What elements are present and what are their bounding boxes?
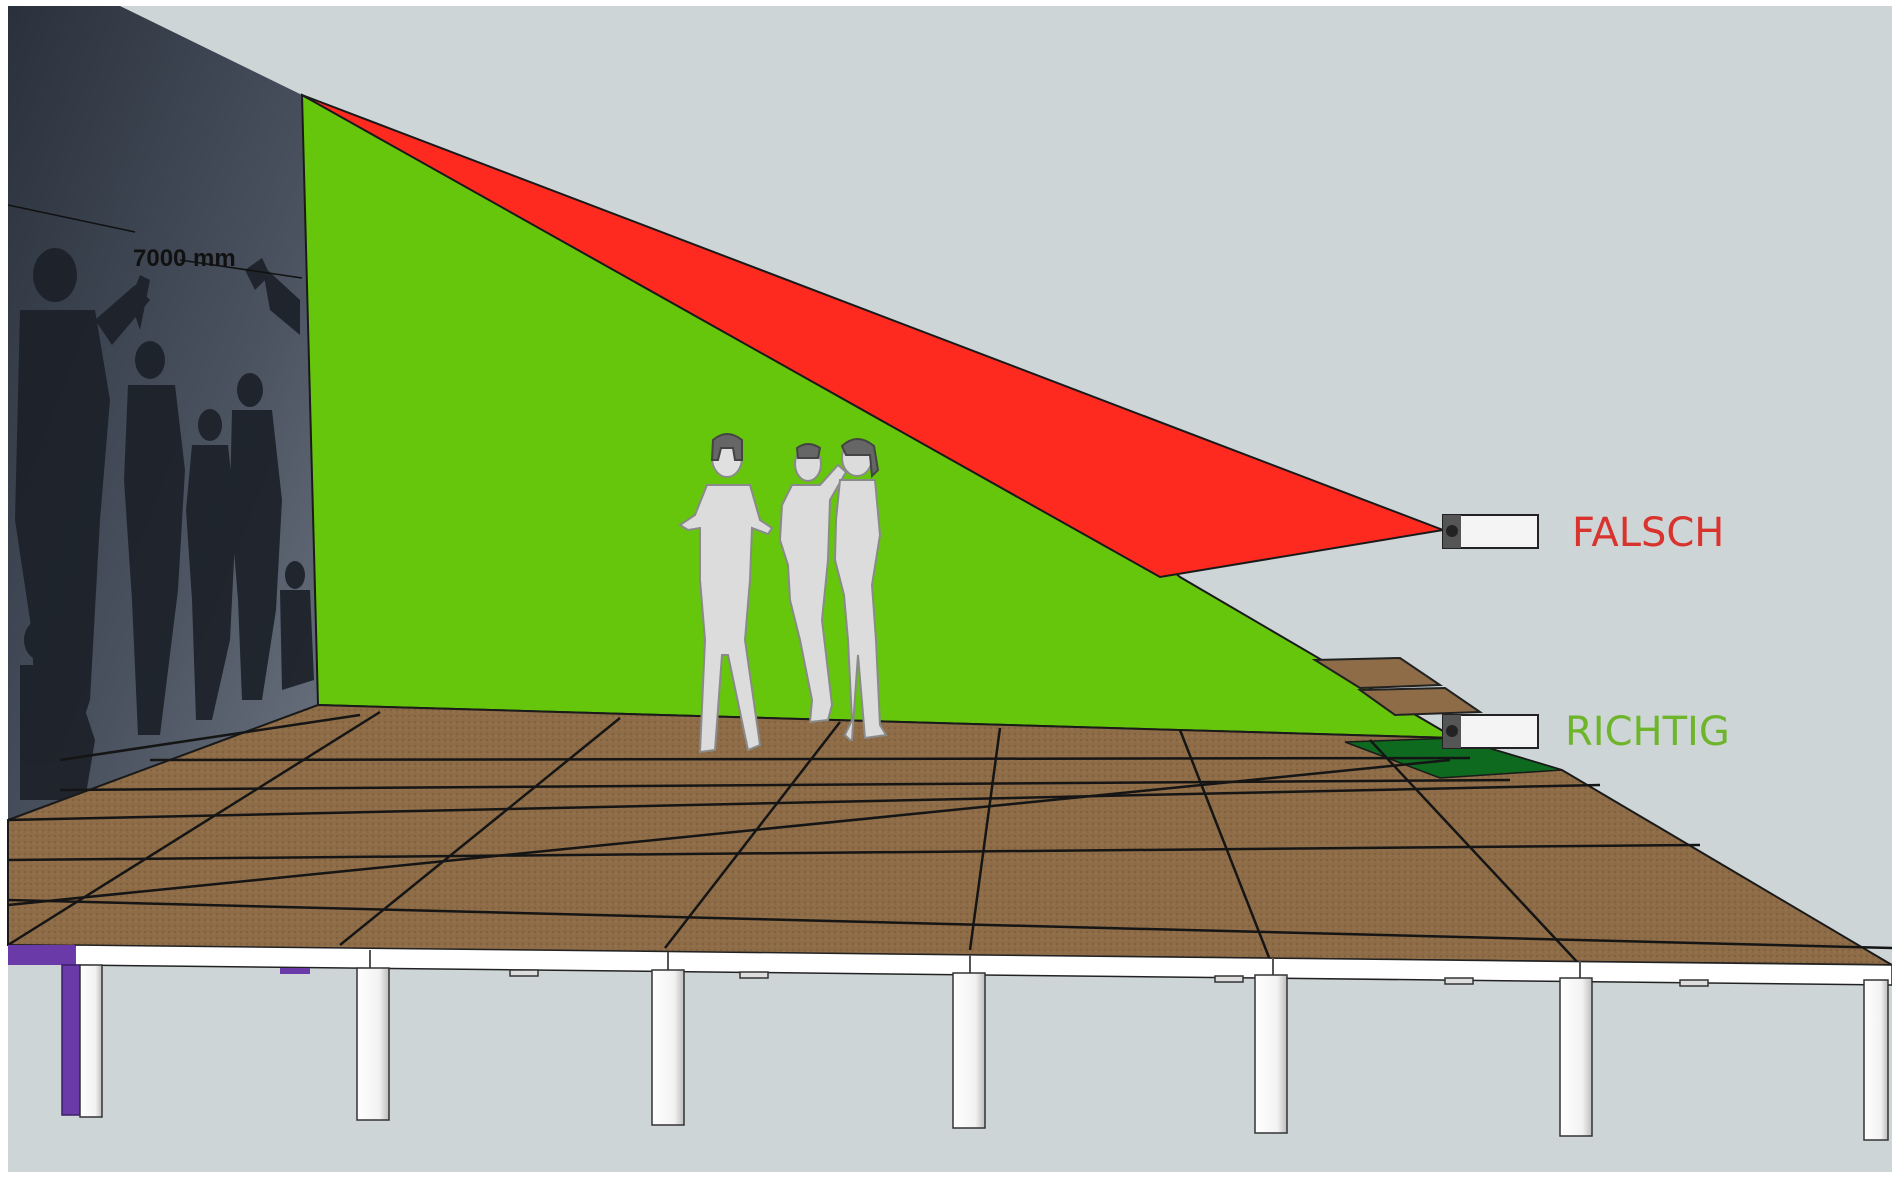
right-label: RICHTIG bbox=[1565, 709, 1730, 755]
image-border-top bbox=[0, 0, 1892, 6]
wrong-label: FALSCH bbox=[1572, 510, 1724, 556]
silhouette-wall bbox=[8, 6, 318, 820]
image-border-bottom bbox=[0, 1172, 1892, 1181]
projector-right bbox=[1443, 715, 1538, 748]
projector-wrong bbox=[1443, 515, 1538, 548]
image-border bbox=[0, 0, 8, 1181]
dimension-label: 7000 mm bbox=[133, 245, 236, 272]
